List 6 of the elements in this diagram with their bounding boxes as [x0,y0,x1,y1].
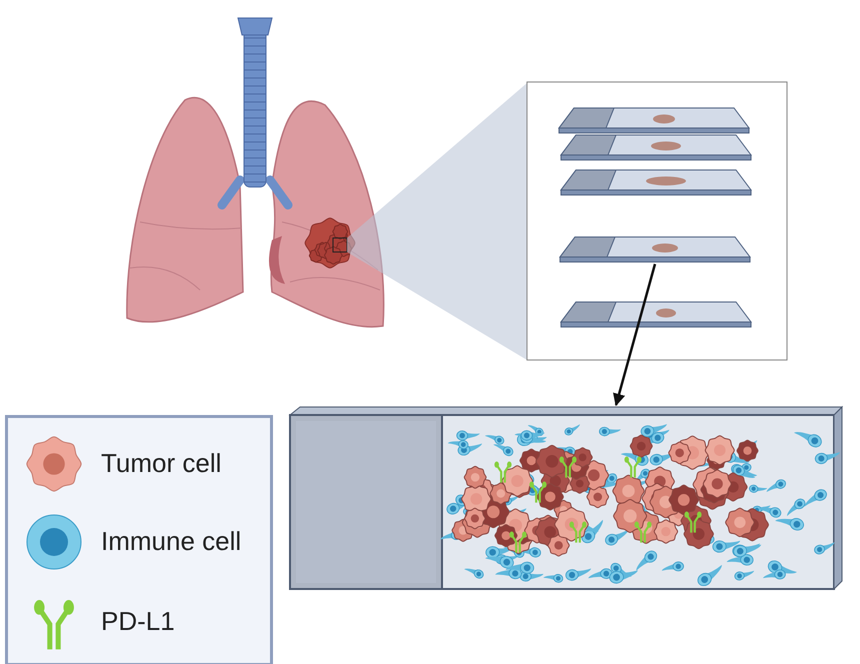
tissue-slide-drawing [288,405,844,591]
legend-label: PD-L1 [101,606,175,637]
legend-label: Tumor cell [101,448,222,479]
microscope-slide [558,236,752,264]
legend-label: Immune cell [101,526,242,557]
arrow [613,264,656,406]
